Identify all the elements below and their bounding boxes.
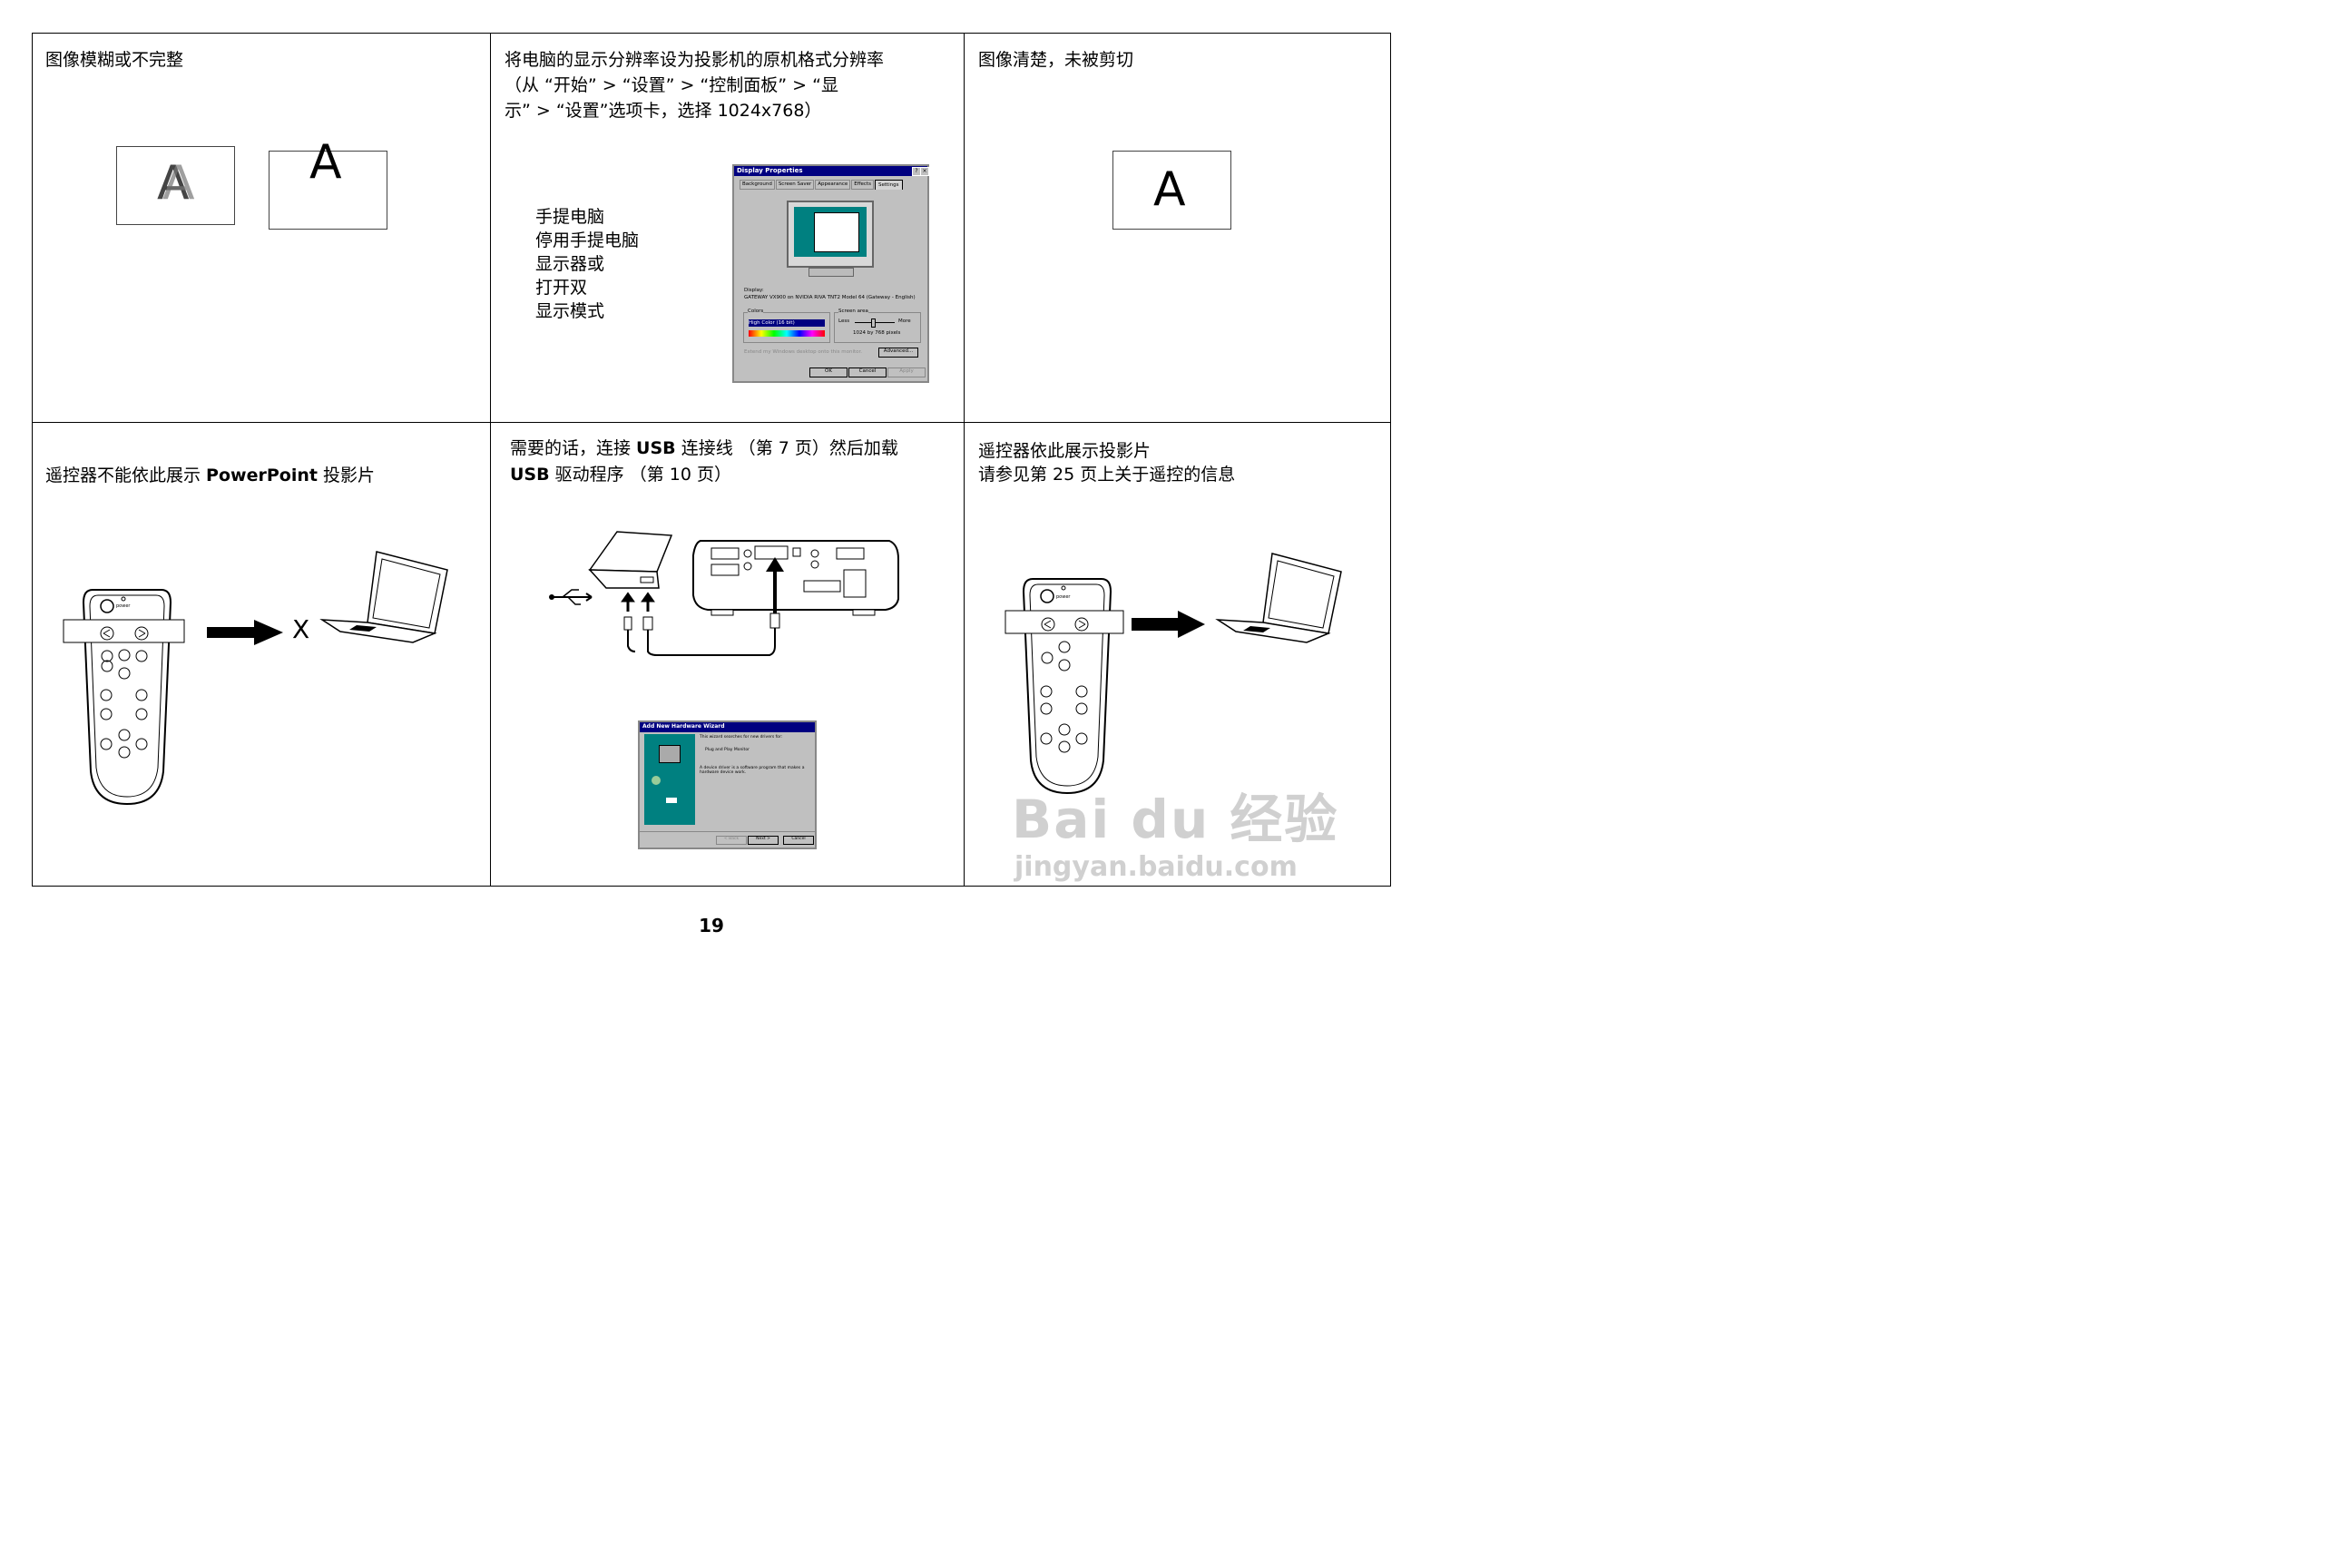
laptop-note-line: 显示模式 xyxy=(535,301,605,321)
page-number: 19 xyxy=(699,915,724,936)
watermark-brand: Bai du 经验 xyxy=(1012,789,1339,850)
cropped-image-box: A xyxy=(269,139,387,230)
cell2-line2: （从 “开始” > “设置” > “控制面板” > “显 xyxy=(505,75,838,95)
cell2-line3: 示” > “设置”选项卡，选择 1024x768） xyxy=(505,101,822,121)
wizard-text1: This wizard searches for new drivers for… xyxy=(700,735,783,740)
divider xyxy=(640,831,815,832)
resolution-text: 1024 by 768 pixels xyxy=(853,330,901,336)
add-hardware-wizard: Add New Hardware Wizard This wizard sear… xyxy=(638,720,817,849)
screen-area-group: Screen area Less More 1024 by 768 pixels xyxy=(834,309,921,343)
colors-select[interactable]: High Color (16 bit) xyxy=(749,319,825,327)
illustrations xyxy=(63,531,1342,806)
screen-area-label: Screen area xyxy=(838,309,868,314)
nav-button-highlight xyxy=(1004,610,1124,634)
blurred-glyph-ghost: A xyxy=(162,156,195,211)
usb-icon xyxy=(549,589,593,605)
cell4-title-pre: 遥控器不能依此展示 xyxy=(45,466,207,485)
cell5-line1: 需要的话，连接 USB 连接线 （第 7 页）然后加载 xyxy=(510,436,898,461)
divider xyxy=(490,34,491,886)
dialog-title: Display Properties xyxy=(734,166,927,176)
cd-icon xyxy=(652,776,661,785)
projector-icon xyxy=(692,540,899,616)
divider xyxy=(964,34,965,886)
card-icon xyxy=(666,798,677,803)
laptop-icon-left xyxy=(319,551,448,643)
laptop-note-line: 打开双 xyxy=(535,278,588,298)
tab-screen-saver[interactable]: Screen Saver xyxy=(775,180,815,190)
back-button[interactable]: < Back xyxy=(716,836,747,845)
wizard-graphic xyxy=(644,734,695,825)
remote-power-label: power xyxy=(116,603,131,609)
display-value: GATEWAY VX900 on NVIDIA RIVA TNT2 Model … xyxy=(744,295,916,300)
monitor-screen xyxy=(794,207,867,257)
arrow-right-icon xyxy=(207,620,283,645)
usb-text: USB xyxy=(510,465,550,485)
wizard-text2: Plug and Play Monitor xyxy=(705,748,750,752)
cell1-title: 图像模糊或不完整 xyxy=(45,50,184,70)
advanced-button[interactable]: Advanced... xyxy=(878,348,918,358)
clear-glyph: A xyxy=(1153,162,1186,217)
cell5-l1-pre: 需要的话，连接 xyxy=(510,438,637,458)
monitor-icon xyxy=(787,201,874,268)
cell6-line2: 请参见第 25 页上关于遥控的信息 xyxy=(978,465,1236,485)
cell5-line2: USB 驱动程序 （第 10 页） xyxy=(510,462,731,487)
watermark-url: jingyan.baidu.com xyxy=(1014,851,1298,883)
cable xyxy=(647,628,776,656)
cell5-l2-post: 驱动程序 （第 10 页） xyxy=(549,465,731,485)
powerpoint-text: PowerPoint xyxy=(206,466,318,485)
divider xyxy=(33,422,1390,423)
cell5-l1-post: 连接线 （第 7 页）然后加载 xyxy=(675,438,898,458)
close-icon[interactable]: × xyxy=(920,167,929,176)
cell4-title: 遥控器不能依此展示 PowerPoint 投影片 xyxy=(45,463,375,488)
tab-background[interactable]: Background xyxy=(740,180,775,190)
wizard-title: Add New Hardware Wizard xyxy=(640,722,815,732)
monitor-stand xyxy=(808,268,854,277)
laptop-icon-right xyxy=(1215,553,1342,643)
tab-appearance[interactable]: Appearance xyxy=(815,180,851,190)
laptop-note-line: 显示器或 xyxy=(535,254,605,274)
clear-image-box: A xyxy=(1112,151,1231,230)
apply-button[interactable]: Apply xyxy=(887,368,926,377)
arrow-up-icon xyxy=(766,557,784,613)
display-label: Display: xyxy=(744,288,764,293)
cell6-line1: 遥控器依此展示投影片 xyxy=(978,441,1152,461)
nav-button-highlight xyxy=(63,619,185,643)
tab-effects[interactable]: Effects xyxy=(851,180,874,190)
colors-group: Colors High Color (16 bit) xyxy=(743,309,830,343)
cell4-title-post: 投影片 xyxy=(317,466,375,485)
blurred-image-box: A A xyxy=(116,146,235,225)
remote-control-left xyxy=(82,589,172,806)
more-label: More xyxy=(898,318,911,324)
colors-label: Colors xyxy=(748,309,764,314)
extend-checkbox[interactable]: Extend my Windows desktop onto this moni… xyxy=(744,349,863,355)
cell2-line1: 将电脑的显示分辨率设为投影机的原机格式分辨率 xyxy=(505,50,885,70)
laptop-note-line: 停用手提电脑 xyxy=(535,230,640,250)
cropped-glyph: A xyxy=(309,135,342,190)
computer-icon xyxy=(659,745,681,763)
laptop-note: 手提电脑 停用手提电脑 显示器或 打开双 显示模式 xyxy=(535,205,639,323)
color-spectrum xyxy=(749,330,825,337)
remote-power-label: power xyxy=(1056,594,1071,600)
laptop-side-icon xyxy=(588,531,673,589)
next-button[interactable]: Next > xyxy=(748,836,779,845)
window-thumbnail xyxy=(814,212,859,252)
ok-button[interactable]: OK xyxy=(809,368,848,377)
usb-text: USB xyxy=(636,438,676,458)
arrow-right-icon xyxy=(1132,611,1205,638)
dialog-tabs: Background Screen Saver Appearance Effec… xyxy=(740,180,903,190)
arrow-up-icon xyxy=(641,592,655,612)
slider-thumb[interactable] xyxy=(871,318,876,328)
table-grid xyxy=(32,33,1391,887)
wizard-text3: A device driver is a software program th… xyxy=(700,766,805,775)
x-mark: X xyxy=(292,614,310,644)
arrow-up-icon xyxy=(621,592,635,612)
blurred-glyph: A xyxy=(157,156,190,211)
laptop-note-line: 手提电脑 xyxy=(535,207,605,227)
cell3-title: 图像清楚，未被剪切 xyxy=(978,50,1134,70)
tab-settings[interactable]: Settings xyxy=(874,180,903,190)
cancel-button[interactable]: Cancel xyxy=(783,836,814,845)
less-label: Less xyxy=(838,318,850,324)
cancel-button[interactable]: Cancel xyxy=(848,368,887,377)
display-properties-dialog: Display Properties ? × Background Screen… xyxy=(732,164,929,383)
